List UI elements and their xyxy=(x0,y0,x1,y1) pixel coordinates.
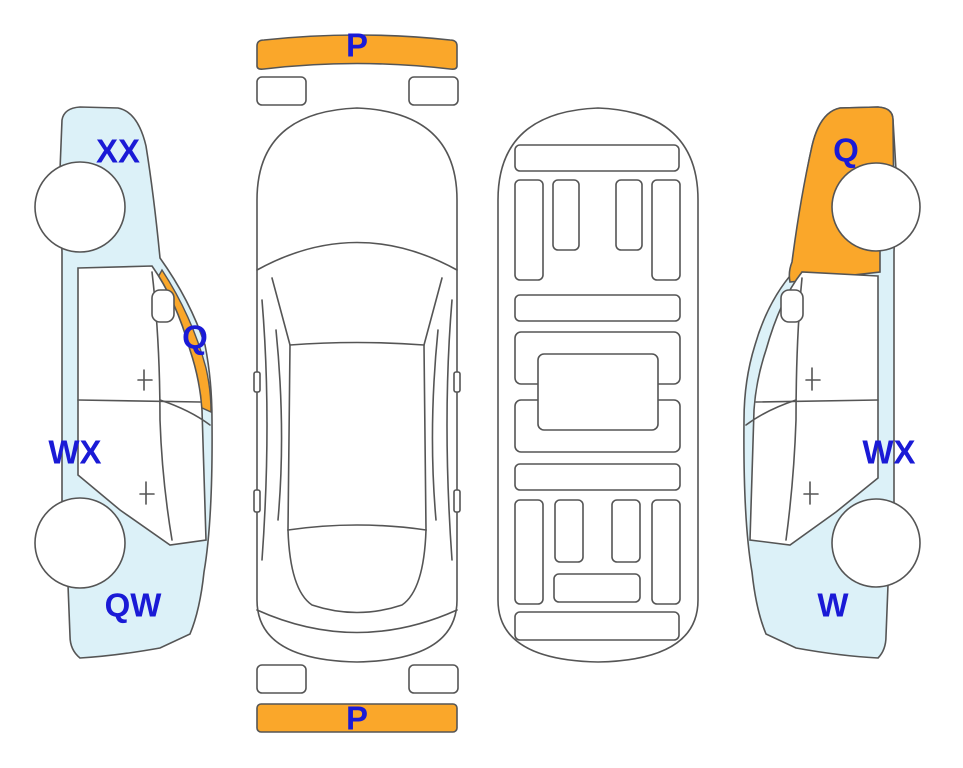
right-mirror-line xyxy=(745,399,797,426)
right-door-divider xyxy=(755,399,879,403)
right-rear-handle xyxy=(803,481,819,505)
label-right-doors: WX xyxy=(862,434,915,471)
under-rear-crossmember xyxy=(514,611,680,641)
label-right-front: W xyxy=(817,587,849,624)
rear-window-top xyxy=(287,524,427,531)
damage-labels: P P XX Q WX QW Q WX W xyxy=(48,27,915,737)
under-rear-left-rail xyxy=(514,499,544,605)
top-right-mirror xyxy=(453,371,461,393)
under-rear-axle xyxy=(553,573,641,603)
label-front-bumper: P xyxy=(346,27,368,64)
under-front-right-rail xyxy=(651,179,681,281)
hood-line xyxy=(256,241,458,271)
rear-right-taillight xyxy=(408,664,459,694)
roof-sides xyxy=(287,344,427,531)
right-mirror xyxy=(780,289,804,323)
left-door-divider xyxy=(77,399,201,403)
front-left-headlight xyxy=(256,76,307,106)
rear-left-taillight xyxy=(256,664,307,694)
label-rear-bumper: P xyxy=(346,700,368,737)
under-front-left-arm xyxy=(552,179,580,251)
top-left-handle xyxy=(253,489,261,513)
label-left-pillar: Q xyxy=(182,319,208,356)
left-door-area xyxy=(77,265,207,546)
under-front-right-arm xyxy=(615,179,643,251)
windshield xyxy=(271,277,443,346)
front-bumper xyxy=(256,34,458,70)
under-front-crossmember xyxy=(514,144,680,172)
door-lines xyxy=(261,299,453,561)
rear-bumper xyxy=(256,703,458,733)
underside-view xyxy=(497,107,699,663)
under-mid-front-bar xyxy=(514,294,681,322)
right-front-handle xyxy=(805,367,821,391)
front-right-headlight xyxy=(408,76,459,106)
left-rear-handle xyxy=(139,481,155,505)
top-right-handle xyxy=(453,489,461,513)
right-door-area xyxy=(749,271,879,546)
top-left-mirror xyxy=(253,371,261,393)
under-mid-rear-bar xyxy=(514,463,681,491)
under-rear-right-arm xyxy=(611,499,641,563)
under-front-left-rail xyxy=(514,179,544,281)
top-view xyxy=(253,34,461,733)
under-rear-right-rail xyxy=(651,499,681,605)
left-mirror xyxy=(151,289,175,323)
label-right-rear: Q xyxy=(833,132,859,169)
inner-door-lines xyxy=(275,329,439,521)
left-rear-wheel xyxy=(34,497,126,589)
left-front-handle xyxy=(137,369,153,391)
left-front-wheel xyxy=(34,161,126,253)
left-mirror-line xyxy=(159,399,211,426)
trunk-line xyxy=(256,609,458,634)
right-front-wheel xyxy=(831,498,921,588)
right-side-view xyxy=(743,106,921,659)
label-left-doors: WX xyxy=(48,434,101,471)
label-left-rear: QW xyxy=(105,587,163,624)
right-rear-wheel xyxy=(831,162,921,252)
top-body xyxy=(256,107,458,663)
rear-window xyxy=(287,529,427,614)
label-left-front: XX xyxy=(96,133,140,170)
left-side-view xyxy=(34,106,213,659)
under-rear-left-arm xyxy=(554,499,584,563)
under-center-tunnel xyxy=(537,353,659,431)
